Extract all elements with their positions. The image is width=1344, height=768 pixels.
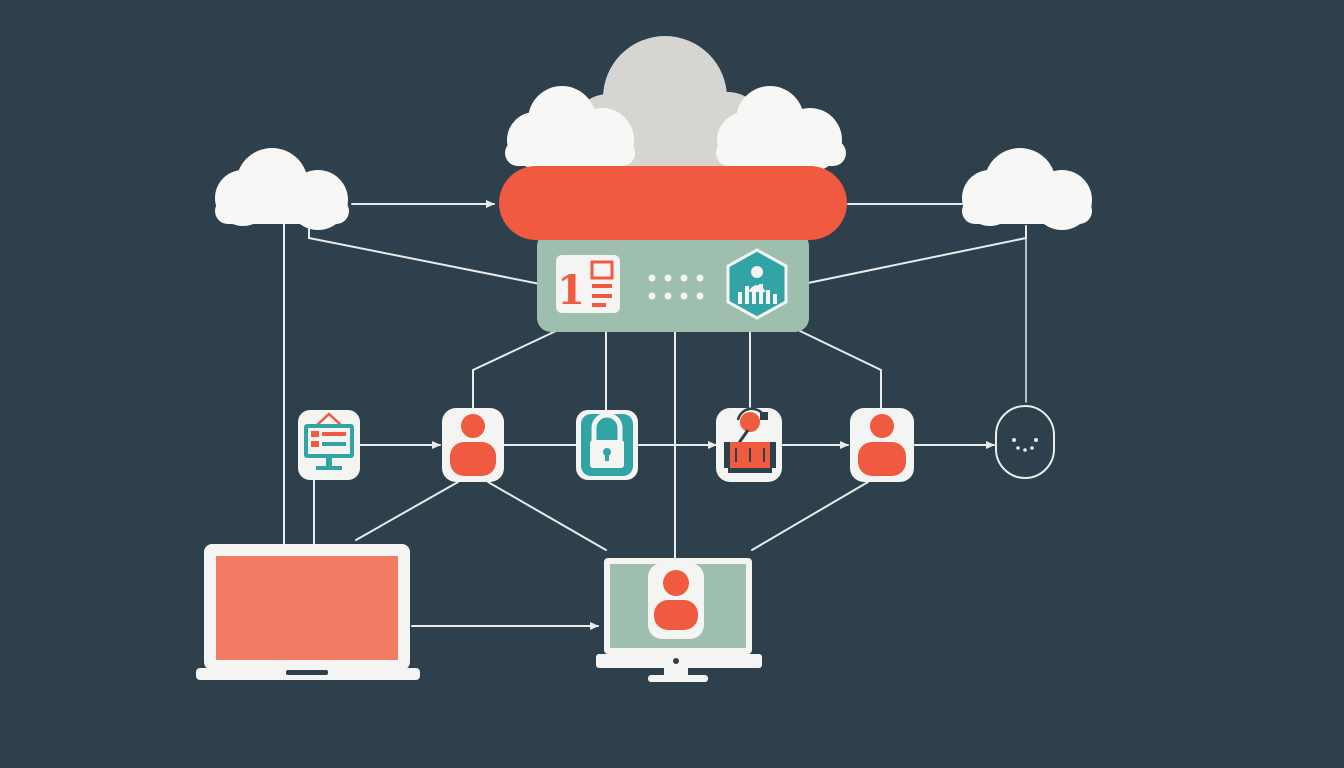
cloud-right — [962, 148, 1092, 230]
dashboard-monitor-node[interactable] — [298, 410, 360, 480]
laptop-device[interactable] — [196, 544, 420, 680]
machine-icon — [724, 407, 776, 473]
document-list-icon: 1 — [556, 255, 620, 314]
edge-hub-to-user-2 — [799, 330, 882, 409]
analytics-hexagon-icon — [726, 248, 788, 320]
edge-cloud-left-diagonal-to-hub — [308, 225, 541, 285]
edge-cloud-right-diagonal-to-hub — [807, 225, 1027, 284]
central-server: 1 — [499, 166, 847, 332]
endpoint-node[interactable] — [995, 405, 1055, 479]
user-node-2[interactable] — [850, 408, 914, 482]
user-node-1[interactable] — [442, 408, 504, 482]
cloud-top-left — [505, 86, 635, 172]
edge-user-1-to-desktop — [487, 481, 607, 551]
lock-icon — [581, 412, 633, 476]
edge-user-2-to-desktop — [751, 481, 869, 551]
cloud-top-right — [716, 86, 846, 172]
edge-user-1-to-laptop — [355, 481, 459, 541]
monitor-dashboard-icon — [304, 412, 354, 470]
dots-indicator-icon — [648, 274, 704, 300]
laptop-icon — [196, 544, 420, 680]
hub-cap — [499, 166, 847, 240]
device-gear-node[interactable] — [716, 407, 782, 482]
user-icon — [858, 414, 906, 476]
edge-hub-to-user-1 — [472, 330, 557, 409]
desktop-monitor-device[interactable] — [596, 558, 762, 682]
connector-lines — [283, 200, 1027, 630]
security-lock-node[interactable] — [576, 410, 638, 480]
desktop-user-icon — [596, 558, 762, 682]
dots-icon — [1012, 438, 1038, 452]
user-icon — [450, 414, 496, 476]
cloud-left — [215, 148, 349, 230]
document-number: 1 — [557, 267, 585, 314]
